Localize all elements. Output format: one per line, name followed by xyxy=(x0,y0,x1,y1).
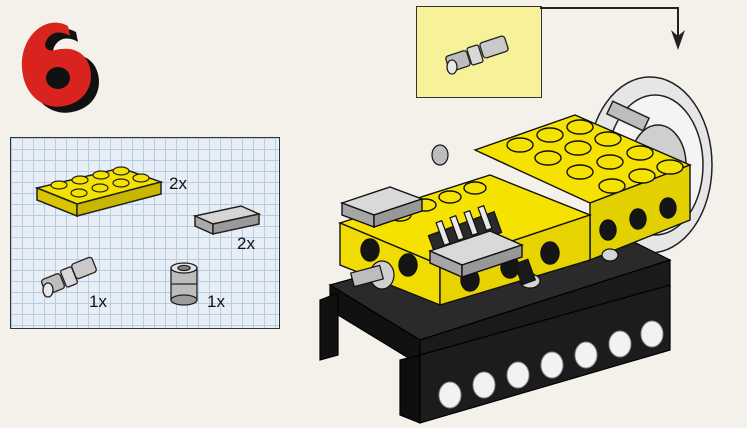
gray-connectors xyxy=(349,144,619,290)
step-number-glyph xyxy=(21,22,99,113)
yellow-plate-part xyxy=(34,166,164,218)
callout-axle-connector-part xyxy=(445,35,509,75)
step-number: 6 xyxy=(6,6,106,116)
bush-part xyxy=(170,262,198,306)
quantity-gray-tile: 2x xyxy=(237,234,255,253)
quantity-bush: 1x xyxy=(207,292,225,311)
subassembly-callout xyxy=(416,6,542,98)
gray-tile-part xyxy=(192,205,262,236)
parts-list-panel: 2x 2x 1x 1x xyxy=(10,137,280,329)
assembled-model xyxy=(319,76,713,424)
gray-tiles xyxy=(339,186,524,279)
quantity-yellow-plate: 2x xyxy=(169,174,187,193)
yellow-block-right xyxy=(473,114,692,262)
quantity-axle-connector: 1x xyxy=(89,292,107,311)
axle-connector-part xyxy=(40,256,97,298)
placement-arrow xyxy=(540,7,685,50)
